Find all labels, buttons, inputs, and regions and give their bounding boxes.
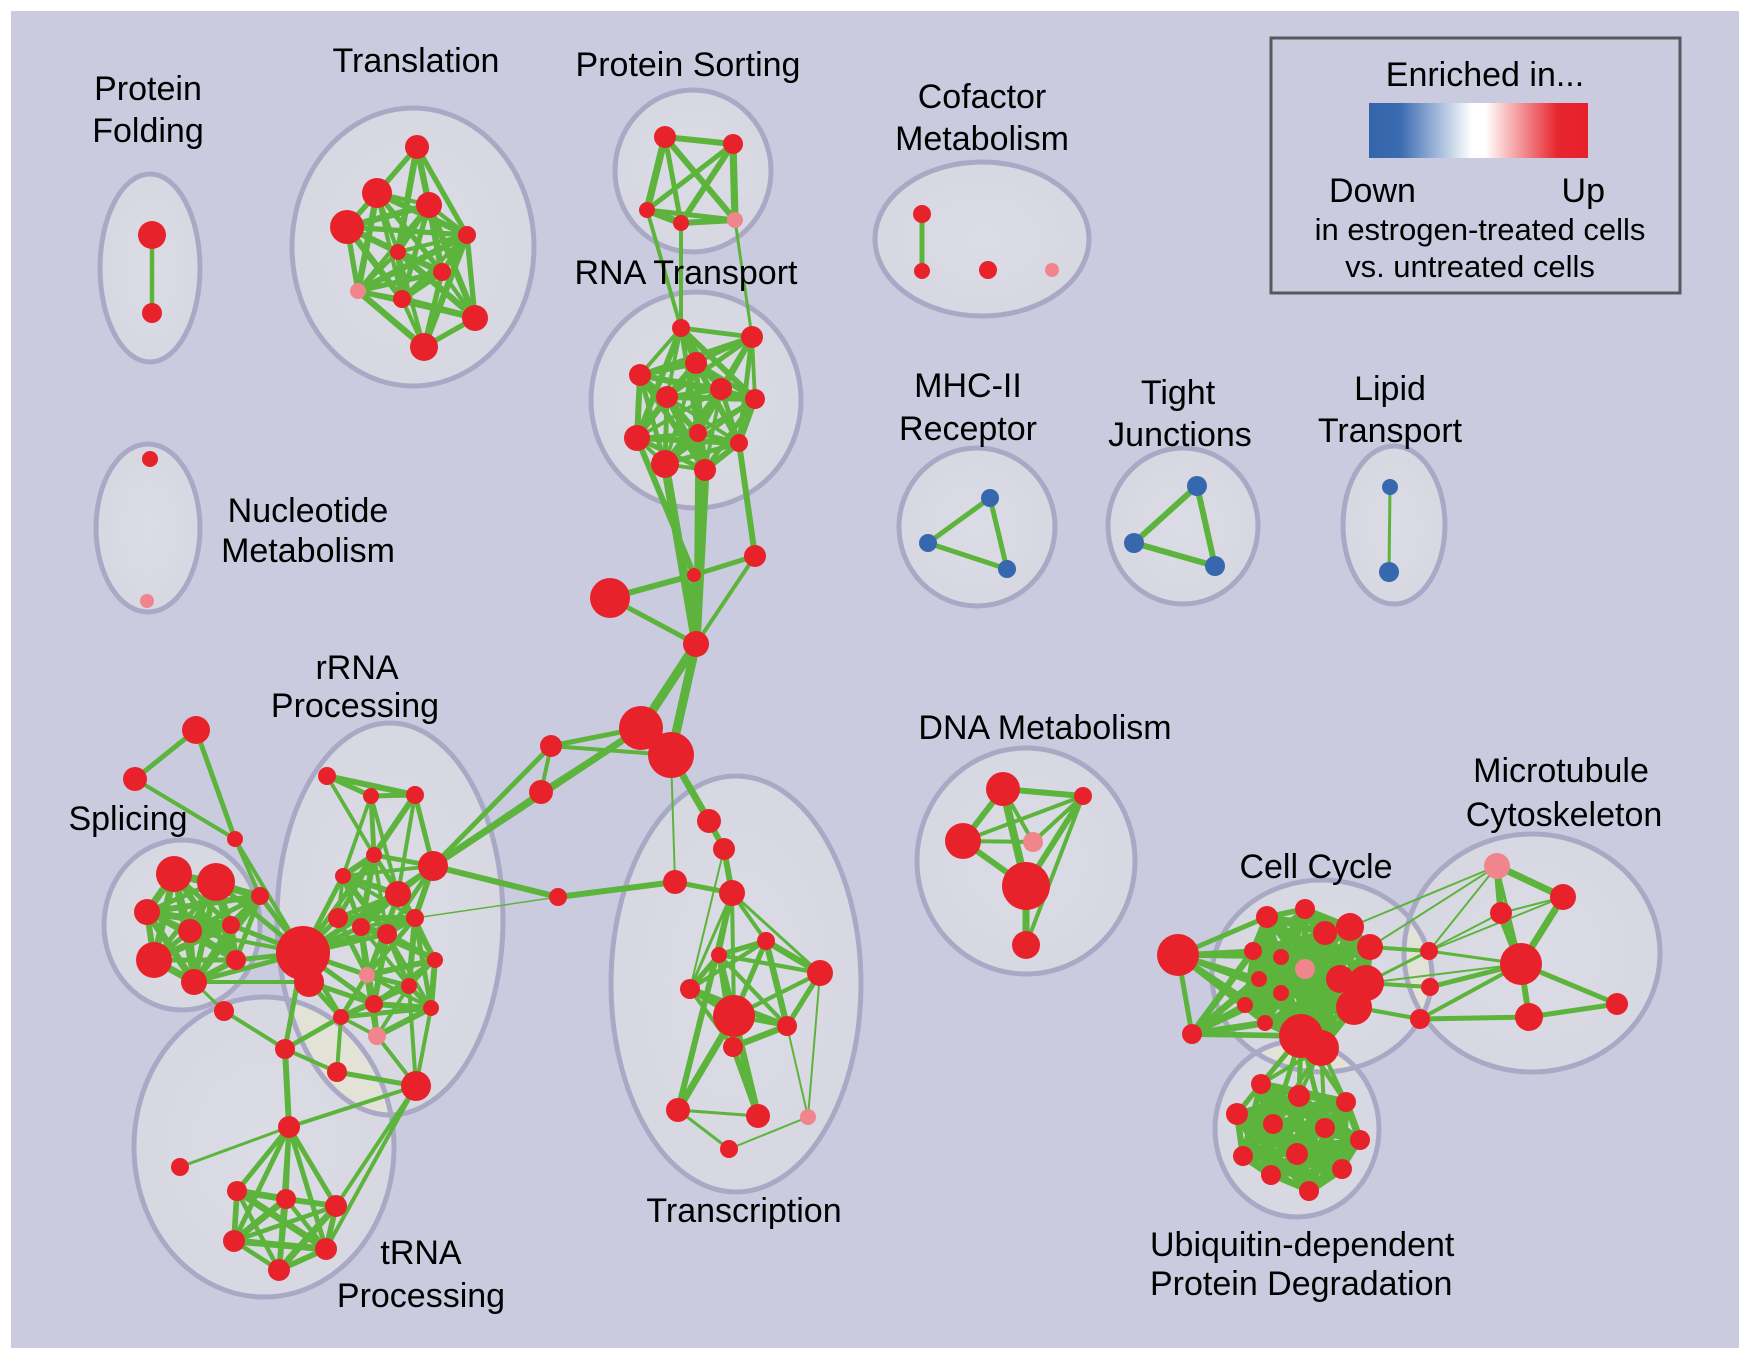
svg-text:rRNA: rRNA: [315, 649, 398, 687]
svg-text:Protein Degradation: Protein Degradation: [1150, 1265, 1452, 1303]
svg-text:Translation: Translation: [333, 42, 500, 80]
svg-text:RNA Transport: RNA Transport: [575, 254, 799, 292]
svg-text:DNA Metabolism: DNA Metabolism: [918, 709, 1171, 747]
svg-text:Processing: Processing: [337, 1277, 505, 1315]
svg-text:Enriched in...: Enriched in...: [1386, 56, 1584, 94]
svg-text:vs. untreated cells: vs. untreated cells: [1345, 249, 1595, 284]
svg-text:Down: Down: [1329, 172, 1416, 210]
svg-text:Folding: Folding: [92, 112, 204, 150]
svg-text:Tight: Tight: [1141, 374, 1216, 412]
svg-text:Transport: Transport: [1318, 412, 1463, 450]
svg-text:Processing: Processing: [271, 687, 439, 725]
svg-text:Cell Cycle: Cell Cycle: [1239, 848, 1392, 886]
svg-text:Lipid: Lipid: [1354, 370, 1426, 408]
svg-text:Receptor: Receptor: [899, 410, 1037, 448]
svg-text:in estrogen-treated cells: in estrogen-treated cells: [1315, 212, 1646, 247]
svg-text:Ubiquitin-dependent: Ubiquitin-dependent: [1150, 1226, 1455, 1264]
svg-text:Protein: Protein: [94, 70, 202, 108]
svg-text:Nucleotide: Nucleotide: [228, 492, 389, 530]
svg-text:Up: Up: [1562, 172, 1605, 210]
svg-text:Microtubule: Microtubule: [1473, 752, 1649, 790]
svg-text:Cytoskeleton: Cytoskeleton: [1466, 796, 1663, 834]
svg-text:MHC-II: MHC-II: [914, 367, 1022, 405]
svg-text:tRNA: tRNA: [380, 1234, 462, 1272]
svg-text:Junctions: Junctions: [1108, 416, 1252, 454]
svg-text:Transcription: Transcription: [646, 1192, 841, 1230]
svg-text:Metabolism: Metabolism: [221, 532, 395, 570]
svg-text:Metabolism: Metabolism: [895, 120, 1069, 158]
svg-text:Splicing: Splicing: [68, 800, 187, 838]
svg-text:Cofactor: Cofactor: [918, 78, 1047, 116]
svg-text:Protein Sorting: Protein Sorting: [576, 46, 801, 84]
